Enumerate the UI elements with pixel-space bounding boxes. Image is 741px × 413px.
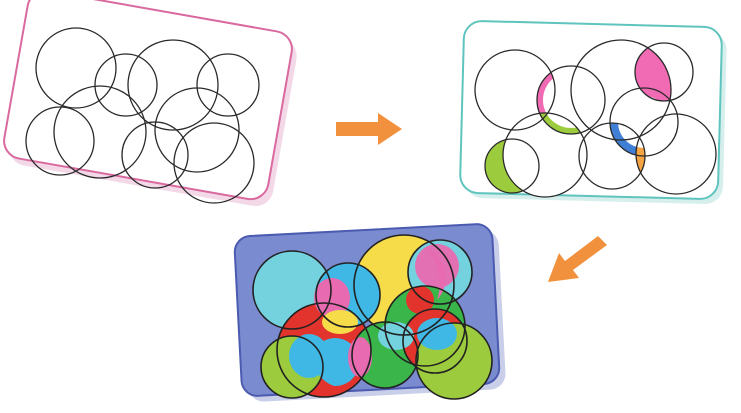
arrow-right-icon [336,113,402,145]
red-region [406,286,434,314]
pink-region [635,43,671,101]
pink-region [314,278,350,318]
sky-region [289,334,329,378]
arrow-down-left-icon [548,236,607,282]
step-1-circles [25,27,260,204]
step-3-colored-circles [253,235,492,399]
yellow-region [322,310,358,334]
step-3-circles [252,234,493,400]
cyan-region [378,322,414,350]
panel-card [3,0,293,201]
step-1-panel [3,0,297,207]
sky-region [417,318,457,350]
step-2-circles [474,39,717,198]
pink-region [415,244,459,288]
